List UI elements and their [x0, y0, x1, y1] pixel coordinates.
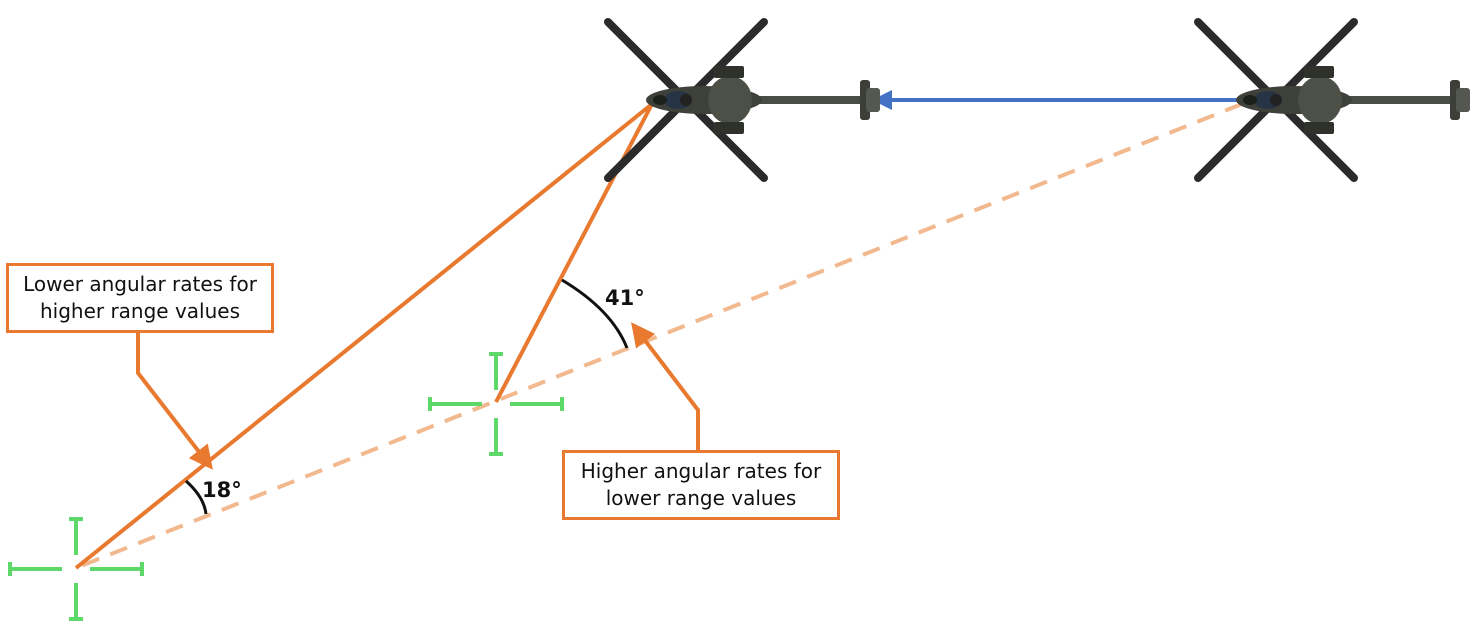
near-line-of-sight — [494, 103, 654, 403]
far-line-of-sight — [74, 102, 654, 570]
low-rate-callout-line2: higher range values — [39, 299, 241, 323]
low-rate-callout-line1: Lower angular rates for — [23, 272, 257, 296]
target-reticle-icon — [8, 517, 144, 621]
angle-arc-small — [185, 479, 208, 515]
high-rate-callout-arrow — [631, 322, 700, 450]
angle-label-large: 41° — [605, 286, 645, 310]
low-rate-callout-arrow — [136, 333, 213, 470]
angle-label-small: 18° — [202, 478, 242, 502]
low-rate-callout: Lower angular rates for higher range val… — [6, 263, 274, 333]
high-rate-callout: Higher angular rates for lower range val… — [562, 450, 840, 520]
helicopter-icon — [1198, 22, 1470, 178]
high-rate-callout-line1: Higher angular rates for — [580, 459, 822, 483]
helicopter-icon — [608, 22, 880, 178]
angle-arc-large — [561, 278, 629, 349]
high-rate-callout-line2: lower range values — [605, 486, 797, 510]
target-reticle-icon — [428, 352, 564, 456]
